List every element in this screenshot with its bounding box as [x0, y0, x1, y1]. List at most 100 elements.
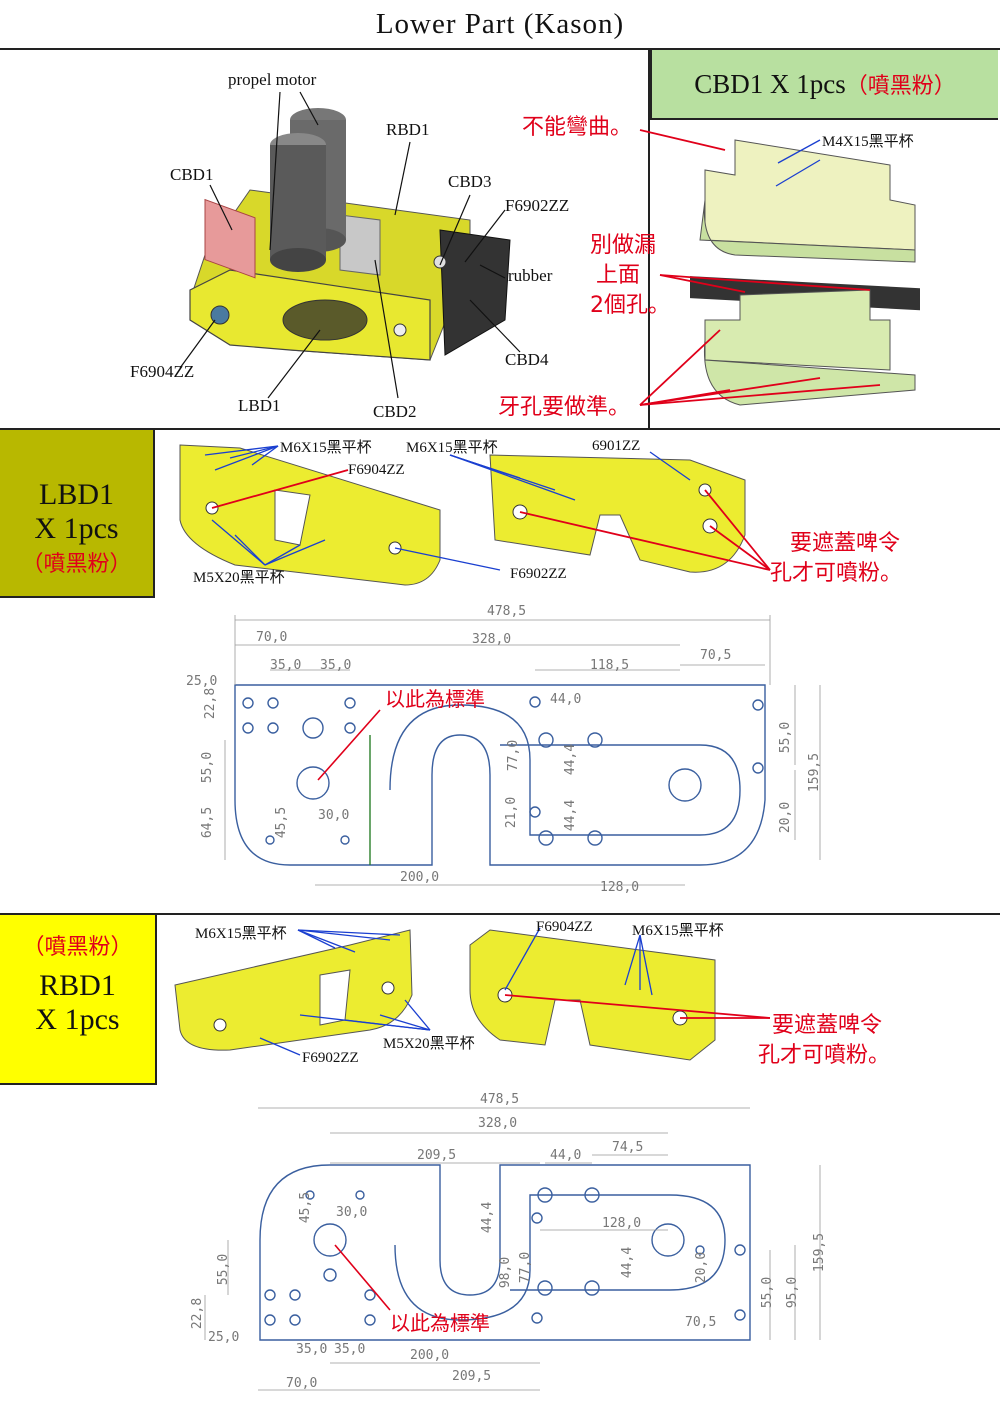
rbd1-qty: X 1pcs	[35, 1003, 120, 1036]
rbd1-dim: 95,0	[785, 1276, 801, 1309]
rbd1-reference-note: 以此為標準	[390, 1311, 490, 1335]
label-propel-motor: propel motor	[228, 70, 317, 89]
rbd1-dim: 35,0	[334, 1342, 366, 1357]
section-divider-top	[0, 48, 1000, 50]
page-title: Lower Part (Kason)	[375, 8, 625, 40]
rbd1-dim: 159,5	[812, 1232, 828, 1273]
lbd1-dim: 118,5	[590, 658, 630, 673]
lbd1-label-m6b: M6X15黑平杯	[406, 440, 498, 456]
label-rbd1: RBD1	[386, 120, 430, 139]
rbd1-label-m6b: M6X15黑平杯	[632, 923, 724, 939]
section1-vertical-divider	[648, 48, 650, 428]
rbd1-dim: 328,0	[478, 1116, 518, 1131]
lbd1-label-f6902zz: F6902ZZ	[510, 566, 567, 582]
lbd1-reference-note: 以此為標準	[385, 687, 485, 711]
cbd1-quantity: CBD1 X 1pcs	[694, 69, 846, 99]
lbd1-dimension-lines	[224, 615, 821, 886]
label-cbd2: CBD2	[373, 402, 417, 421]
note-top-holes-2: 上面	[596, 263, 641, 288]
rbd1-dim: 74,5	[612, 1140, 644, 1155]
rbd1-dim: 44,4	[620, 1246, 636, 1279]
lbd1-label-6901zz: 6901ZZ	[592, 438, 641, 454]
lbd1-dim: 128,0	[600, 880, 640, 895]
m4-blue-leaders	[775, 139, 821, 187]
lbd1-dim: 478,5	[487, 604, 527, 619]
cbd1-paint: （噴黑粉）	[845, 74, 956, 99]
lbd1-qty: X 1pcs	[34, 512, 119, 545]
rbd1-dim: 70,0	[286, 1376, 318, 1391]
assembly-3d-model	[189, 108, 511, 361]
rbd1-label-f6902zz: F6902ZZ	[302, 1050, 359, 1066]
rbd1-dim: 44,4	[480, 1201, 496, 1234]
note-top-holes-3: 2個孔。	[590, 293, 670, 318]
rbd1-label-m5x20: M5X20黑平杯	[383, 1036, 475, 1052]
section-divider-2	[0, 913, 1000, 915]
label-cbd4: CBD4	[505, 350, 549, 369]
rbd1-quantity-box: （噴黑粉） RBD1 X 1pcs	[0, 915, 157, 1085]
label-m4x15: M4X15黑平杯	[822, 134, 914, 150]
lbd1-quantity-box: LBD1 X 1pcs （噴黑粉）	[0, 430, 155, 598]
lbd1-blue-leaders	[204, 445, 691, 571]
rbd1-dim: 30,0	[336, 1205, 368, 1220]
rbd1-dim: 45,5	[298, 1191, 314, 1224]
lbd1-name: LBD1	[39, 478, 114, 511]
rbd1-dim: 128,0	[602, 1216, 642, 1231]
rbd1-dim: 209,5	[452, 1369, 492, 1384]
rbd1-3d-models	[174, 929, 716, 1061]
rbd1-note-mask-2: 孔才可噴粉。	[758, 1043, 891, 1068]
rbd1-dim: 200,0	[410, 1348, 450, 1363]
lbd1-dim: 35,0	[320, 658, 352, 673]
lbd1-dim: 328,0	[472, 632, 512, 647]
label-rubber: rubber	[508, 266, 553, 285]
lbd1-3d-models	[179, 444, 746, 586]
rbd1-dim: 25,0	[208, 1330, 240, 1345]
rbd1-reference-leader	[334, 1244, 391, 1311]
note-no-bend: 不能彎曲。	[522, 115, 633, 140]
label-cbd3: CBD3	[448, 172, 492, 191]
lbd1-dim: 70,0	[256, 630, 288, 645]
label-f6904zz: F6904ZZ	[130, 362, 195, 381]
lbd1-label-m5x20: M5X20黑平杯	[193, 570, 285, 586]
rbd1-name: RBD1	[39, 969, 116, 1002]
cbd1-part-models	[690, 139, 920, 406]
lbd1-red-leaders	[211, 469, 771, 571]
label-f6902zz: F6902ZZ	[505, 196, 570, 215]
rbd1-red-leaders	[504, 994, 771, 1019]
lbd1-dim: 30,0	[318, 808, 350, 823]
rbd1-dim: 209,5	[417, 1148, 457, 1163]
lbd1-dim: 35,0	[270, 658, 302, 673]
rbd1-dim: 55,0	[216, 1253, 232, 1286]
rbd1-technical-drawing	[259, 1164, 751, 1341]
rbd1-dim: 44,0	[550, 1148, 582, 1163]
lbd1-note-mask-2: 孔才可噴粉。	[770, 561, 903, 586]
rbd1-dim: 55,0	[760, 1276, 776, 1309]
note-thread-accurate: 牙孔要做準。	[498, 395, 631, 420]
rbd1-paint: （噴黑粉）	[22, 935, 133, 960]
lbd1-label-f6904zz: F6904ZZ	[348, 462, 405, 478]
rbd1-label-m6a: M6X15黑平杯	[195, 926, 287, 942]
label-cbd1: CBD1	[170, 165, 214, 184]
rbd1-dim: 70,5	[685, 1315, 717, 1330]
note-top-holes-1: 別做漏	[590, 233, 657, 258]
section-divider-1	[0, 428, 1000, 430]
lbd1-dim: 25,0	[186, 674, 218, 689]
rbd1-dim: 77,0	[518, 1251, 534, 1284]
rbd1-dim: 478,5	[480, 1092, 520, 1107]
rbd1-dim: 98,0	[498, 1256, 514, 1289]
rbd1-dim: 22,8	[190, 1297, 206, 1330]
rbd1-label-f6904zz: F6904ZZ	[536, 919, 593, 935]
rbd1-note-mask-1: 要遮蓋啤令	[772, 1013, 883, 1038]
lbd1-dim: 200,0	[400, 870, 440, 885]
lbd1-dim: 70,5	[700, 648, 732, 663]
lbd1-technical-drawing	[234, 684, 766, 866]
cbd1-red-leaders	[639, 129, 881, 406]
rbd1-blue-leaders	[259, 927, 653, 1056]
lbd1-dim: 44,0	[550, 692, 582, 707]
assembly-leaders	[179, 91, 521, 399]
rbd1-dim: 20,0	[694, 1251, 710, 1284]
rbd1-dim: 35,0	[296, 1342, 328, 1357]
rbd1-dimension-lines	[204, 1107, 821, 1391]
